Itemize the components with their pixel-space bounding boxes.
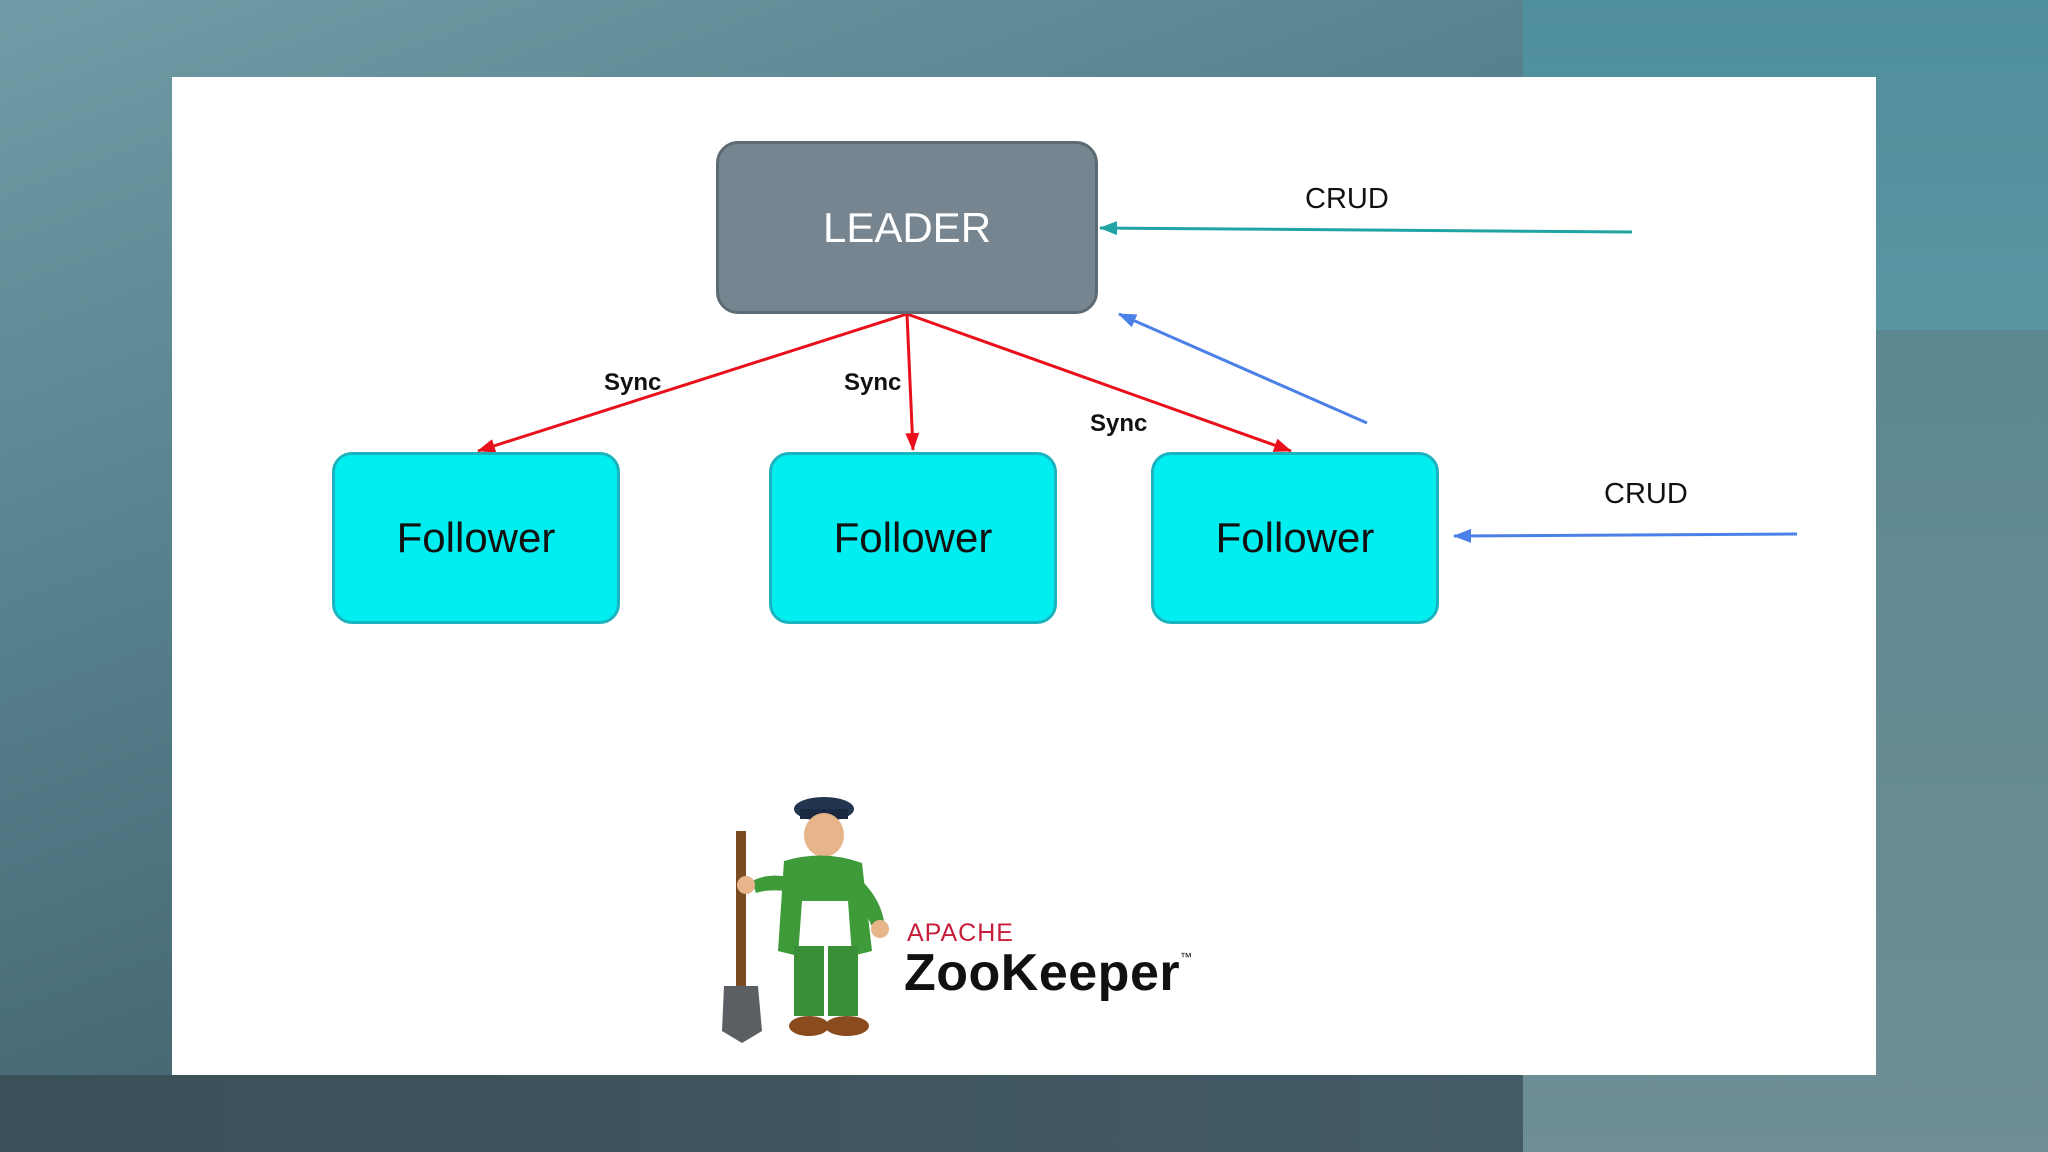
crud-arrow-to-leader bbox=[1099, 221, 1633, 236]
sync-label: Sync bbox=[844, 369, 902, 396]
zookeeper-mascot-icon bbox=[722, 797, 889, 1043]
background-panel bbox=[0, 1075, 1523, 1152]
diagram-slide: LEADER Follower Follower Follower Sync S… bbox=[172, 77, 1876, 1075]
follower-label: Follower bbox=[396, 514, 556, 561]
leader-label: LEADER bbox=[822, 203, 992, 251]
crud-label: CRUD bbox=[1305, 183, 1389, 215]
forward-arrow-to-leader bbox=[1118, 312, 1368, 425]
follower-node-2: Follower bbox=[769, 452, 1057, 624]
sync-arrow-follower-3 bbox=[906, 312, 1292, 453]
sync-arrow-follower-1 bbox=[477, 312, 908, 453]
diagram-edges bbox=[477, 221, 1798, 543]
apache-brand-text: APACHE bbox=[907, 919, 1014, 947]
zookeeper-brand-text: ZooKeeper bbox=[904, 944, 1181, 1002]
follower-node-3: Follower bbox=[1151, 452, 1439, 624]
leader-node: LEADER bbox=[716, 141, 1098, 314]
sync-label: Sync bbox=[1090, 410, 1148, 437]
trademark-mark: ™ bbox=[1180, 950, 1192, 964]
crud-arrow-to-follower bbox=[1453, 528, 1798, 543]
follower-label: Follower bbox=[833, 514, 993, 561]
sync-label: Sync bbox=[604, 369, 662, 396]
follower-node-1: Follower bbox=[332, 452, 620, 624]
crud-label: CRUD bbox=[1604, 478, 1688, 510]
sync-arrow-follower-2 bbox=[905, 313, 920, 451]
follower-label: Follower bbox=[1215, 514, 1375, 561]
